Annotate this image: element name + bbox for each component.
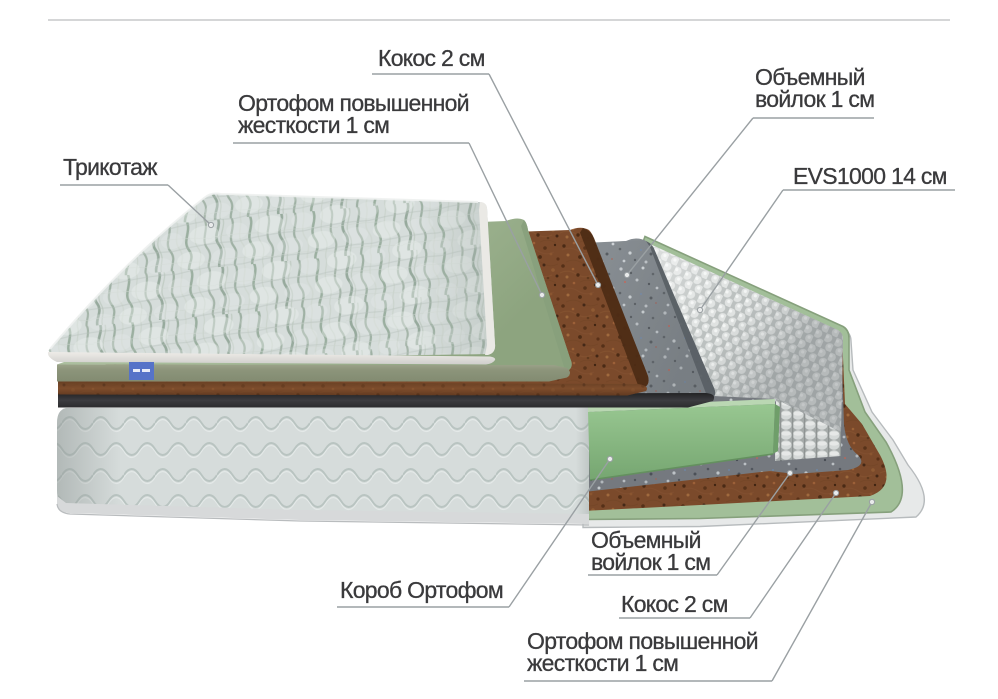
svg-text:Ортофом повышенной: Ортофом повышенной: [527, 628, 758, 654]
svg-text:Объемный: Объемный: [755, 64, 865, 90]
svg-text:Кокос 2 см: Кокос 2 см: [378, 45, 485, 71]
svg-text:Короб Ортофом: Короб Ортофом: [340, 577, 503, 603]
svg-text:жесткости 1 см: жесткости 1 см: [527, 650, 678, 676]
svg-text:жесткости 1 см: жесткости 1 см: [238, 112, 389, 138]
svg-text:Ортофом повышенной: Ортофом повышенной: [238, 90, 469, 116]
svg-text:Трикотаж: Трикотаж: [63, 154, 158, 180]
svg-text:войлок 1 см: войлок 1 см: [755, 86, 874, 112]
svg-text:Кокос 2 см: Кокос 2 см: [621, 591, 728, 617]
svg-text:Объемный: Объемный: [591, 527, 701, 553]
svg-text:EVS1000 14 см: EVS1000 14 см: [793, 163, 947, 189]
svg-text:войлок 1 см: войлок 1 см: [591, 549, 710, 575]
